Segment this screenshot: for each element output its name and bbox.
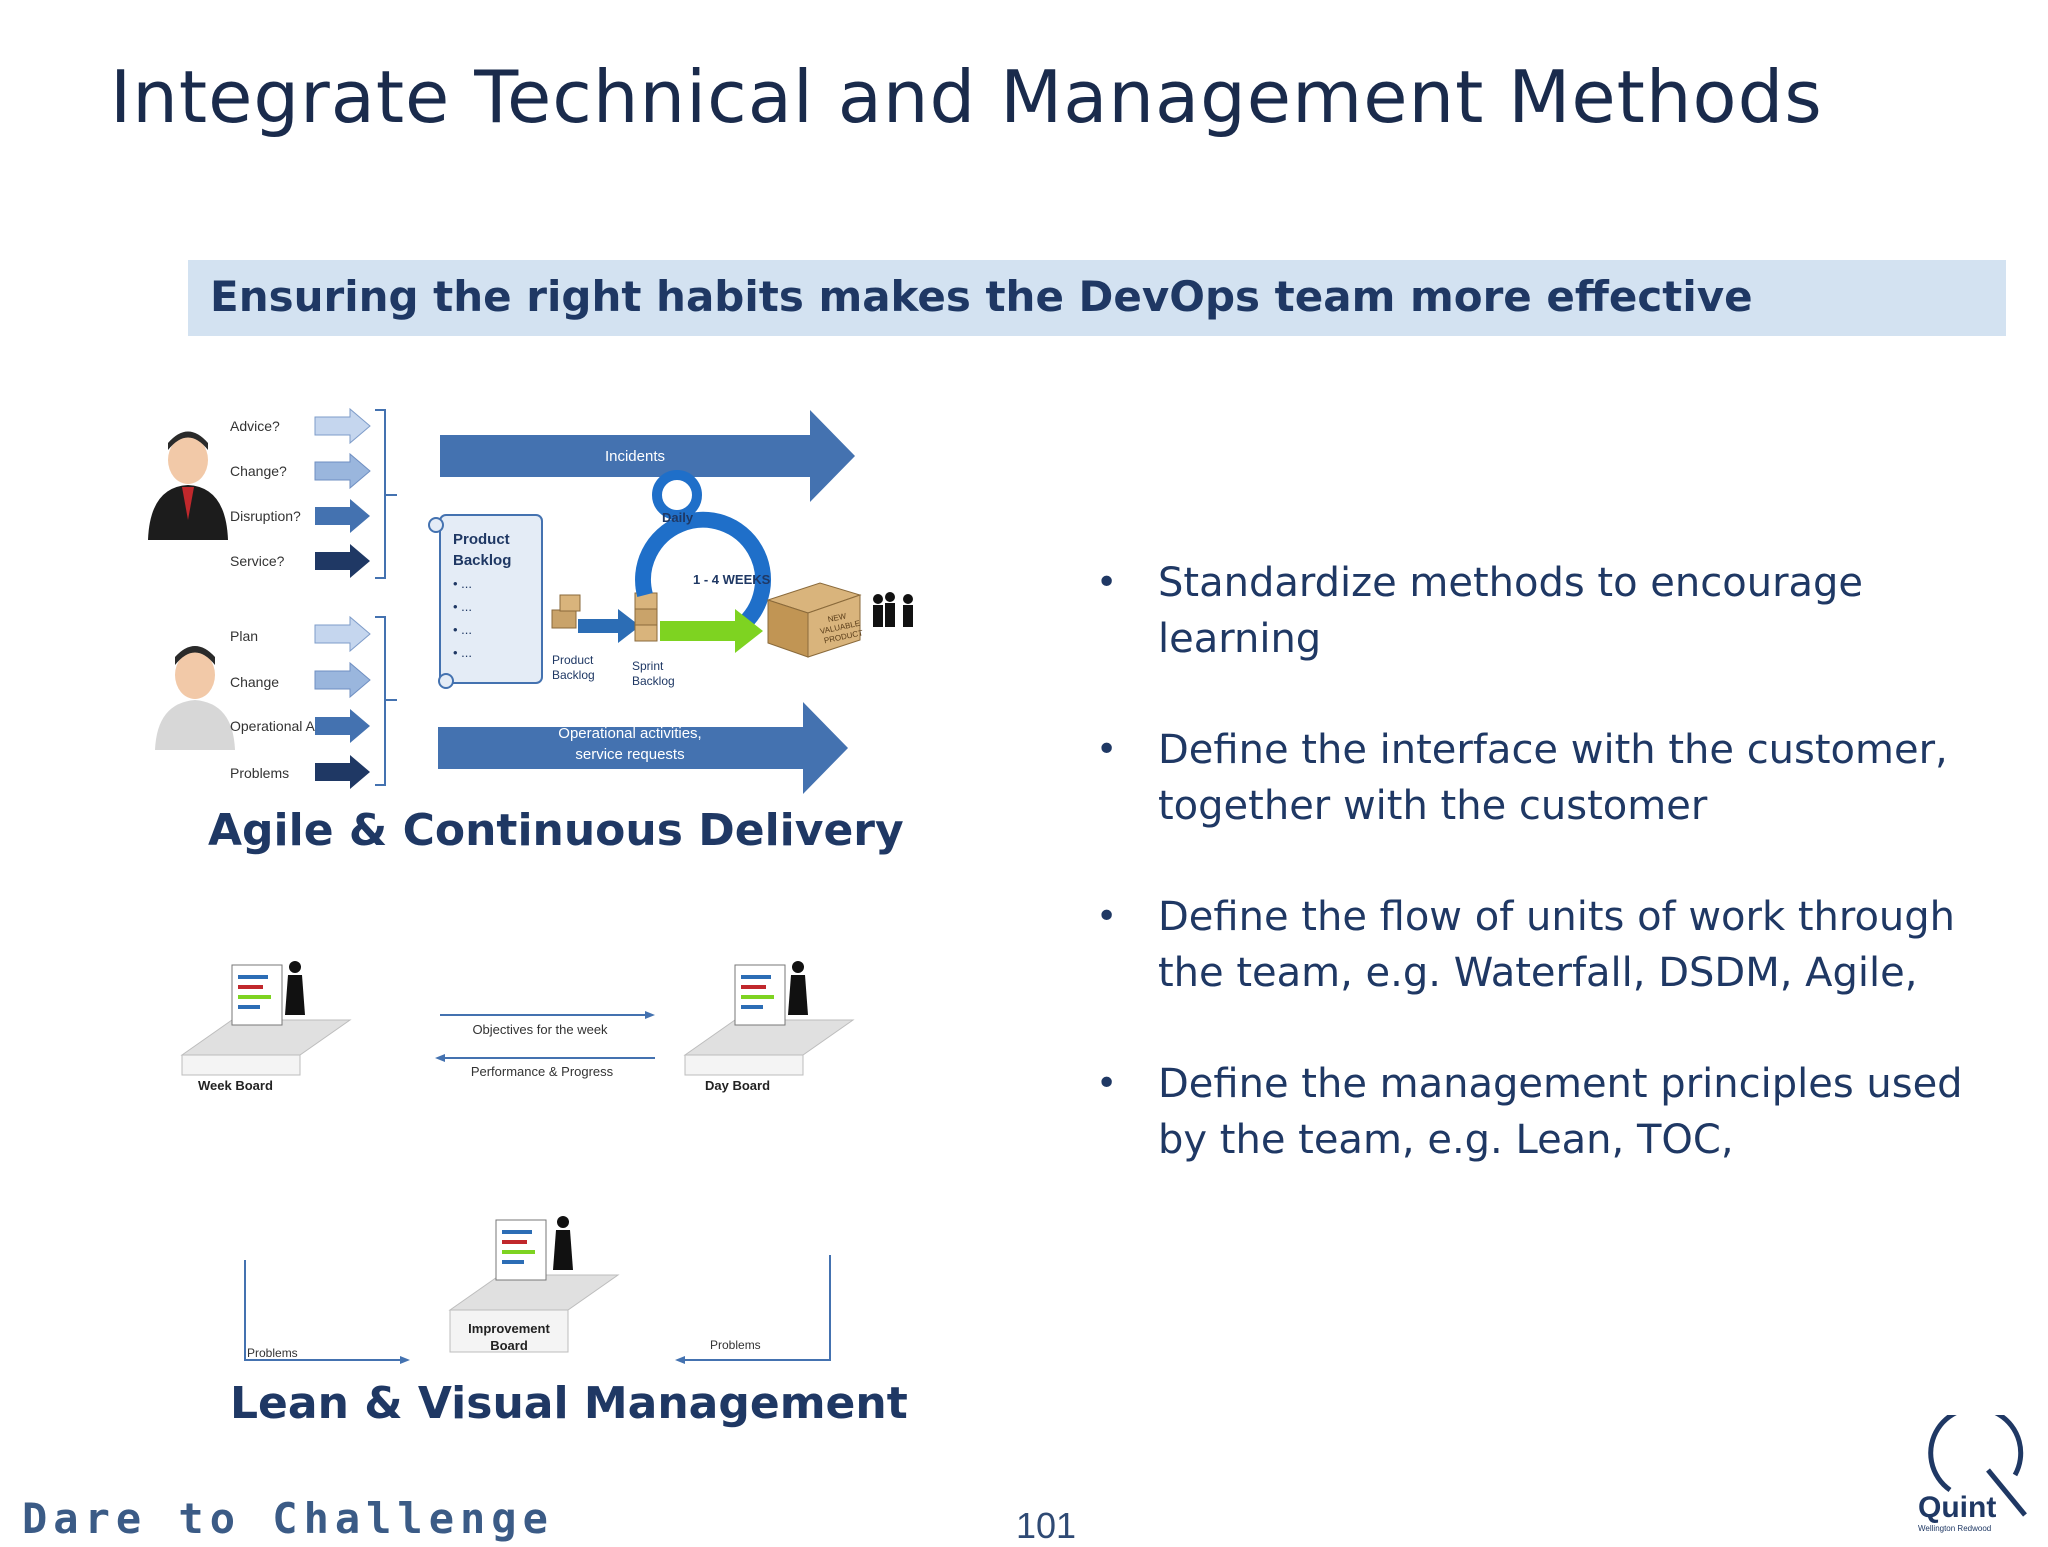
agile-diagram: Advice? Change? Disruption? Service? Pla… <box>148 407 913 794</box>
objectives-label: Objectives for the week <box>472 1022 608 1037</box>
backlog-flow-arrow <box>578 609 640 643</box>
agile-caption: Agile & Continuous Delivery <box>208 805 904 856</box>
bracket-bottom <box>375 616 397 786</box>
team-arrow-4 <box>315 755 370 789</box>
improvement-board-icon <box>448 1216 620 1353</box>
team-arrow-3 <box>315 709 370 743</box>
request-label-change: Change? <box>230 463 287 479</box>
lean-caption: Lean & Visual Management <box>230 1378 908 1429</box>
problems-right-arrowhead <box>675 1356 685 1364</box>
quint-logo: Quint Wellington Redwood <box>1918 1415 2027 1533</box>
problems-left-arrow <box>244 1260 400 1361</box>
incidents-label: Incidents <box>605 448 665 465</box>
slide-title: Integrate Technical and Management Metho… <box>110 55 1823 139</box>
backlog-item-2: • ... <box>453 599 472 614</box>
bullet-dot: • <box>1096 1063 1118 1104</box>
request-arrow-2 <box>314 452 371 490</box>
team-label-problems: Problems <box>230 765 289 781</box>
team-label-plan: Plan <box>230 628 258 644</box>
bullet-text: Define the management principles used by… <box>1158 1061 1963 1163</box>
sprint-cycle-icon <box>635 470 771 634</box>
team-label-change: Change <box>230 674 279 690</box>
bullet-dot: • <box>1096 729 1118 770</box>
incidents-arrow <box>440 410 855 502</box>
bullet-item: • Define the management principles used b… <box>1090 1056 2010 1168</box>
operational-label: Operational activities,service requests <box>558 725 701 763</box>
product-backlog-scroll <box>428 514 543 689</box>
day-board-icon <box>683 961 855 1076</box>
daily-label: Daily <box>662 510 694 525</box>
banner-text: Ensuring the right habits makes the DevO… <box>210 272 1753 321</box>
weeks-label: 1 - 4 WEEKS <box>693 572 771 587</box>
bullet-text: Define the interface with the customer, … <box>1158 727 1948 829</box>
operational-arrow <box>438 702 848 794</box>
week-board-icon <box>180 961 352 1076</box>
sprint-backlog-boxes-icon <box>634 592 658 642</box>
request-arrow-3 <box>315 499 370 533</box>
page-number: 101 <box>1016 1505 1077 1546</box>
problems-left-label: Problems <box>247 1346 298 1360</box>
backlog-item-1: • ... <box>453 576 472 591</box>
performance-label: Performance & Progress <box>471 1064 614 1079</box>
performance-arrowhead <box>435 1054 445 1062</box>
bullet-list: • Standardize methods to encourage learni… <box>1090 555 2010 1223</box>
product-backlog-boxes-icon <box>551 594 581 629</box>
bullet-item: • Define the interface with the customer,… <box>1090 722 2010 834</box>
bullet-dot: • <box>1096 896 1118 937</box>
delivery-arrow <box>660 609 763 653</box>
bullet-text: Standardize methods to encourage learnin… <box>1158 560 1864 662</box>
problems-right-label: Problems <box>710 1338 761 1352</box>
people-silhouette-icon <box>873 592 913 627</box>
footer-tagline: Dare to Challenge <box>22 1494 554 1543</box>
backlog-item-4: • ... <box>453 645 472 660</box>
product-box-icon <box>766 582 862 658</box>
bullet-dot: • <box>1096 562 1118 603</box>
bullet-item: • Standardize methods to encourage learni… <box>1090 555 2010 667</box>
customer-person-icon <box>148 431 228 540</box>
lean-diagram: Week Board Objectives for the week Perfo… <box>180 961 855 1364</box>
week-board-label: Week Board <box>198 1078 273 1093</box>
bullet-item: • Define the flow of units of work throug… <box>1090 889 2010 1001</box>
request-label-service: Service? <box>230 553 285 569</box>
bracket-top <box>375 409 397 579</box>
team-arrow-1 <box>314 615 371 653</box>
logo-text: Quint <box>1918 1491 1996 1524</box>
request-arrow-1 <box>314 407 371 445</box>
request-arrow-4 <box>315 544 370 578</box>
backlog-item-3: • ... <box>453 622 472 637</box>
logo-subtext: Wellington Redwood <box>1918 1524 1991 1533</box>
banner <box>188 260 2006 336</box>
team-person-icon <box>155 646 235 750</box>
request-label-advice: Advice? <box>230 418 280 434</box>
problems-left-arrowhead <box>400 1356 410 1364</box>
problems-right-arrow <box>685 1255 831 1361</box>
team-arrow-2 <box>314 661 371 699</box>
day-board-label: Day Board <box>705 1078 770 1093</box>
bullet-text: Define the flow of units of work through… <box>1158 894 1956 996</box>
request-label-disruption: Disruption? <box>230 508 301 524</box>
objectives-arrowhead <box>645 1011 655 1019</box>
